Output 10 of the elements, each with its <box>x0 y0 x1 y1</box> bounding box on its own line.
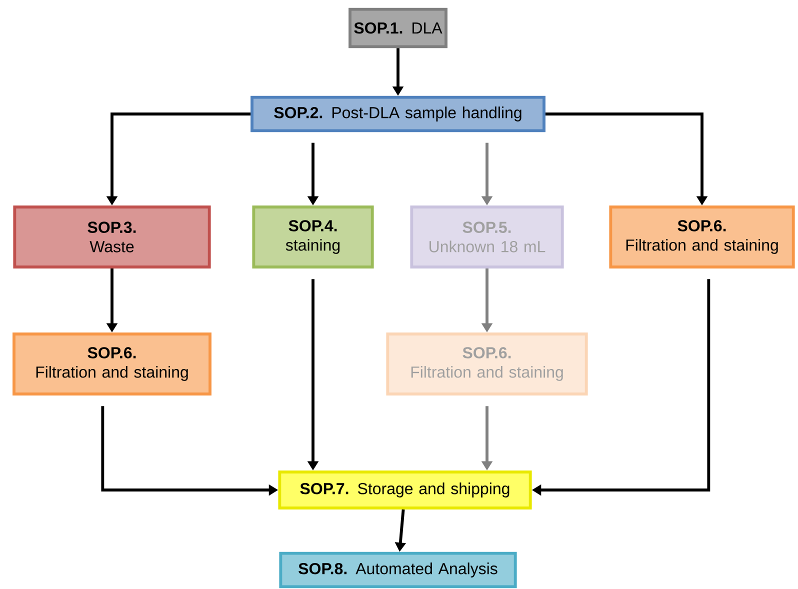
process-box: SOP.7. Storage and shipping <box>278 470 532 510</box>
process-box: SOP.5. Unknown 18 mL <box>410 206 564 268</box>
process-box: SOP.4. staining <box>252 206 374 268</box>
process-box: SOP.6. Filtration and staining <box>12 332 212 396</box>
process-box: SOP.6. Filtration and staining <box>609 206 795 268</box>
process-box: SOP.2. Post-DLA sample handling <box>250 96 546 132</box>
process-box: SOP.1. DLA <box>348 8 448 48</box>
process-box: SOP.6. Filtration and staining <box>386 332 588 396</box>
process-box: SOP.8. Automated Analysis <box>279 552 517 588</box>
process-box: SOP.3. Waste <box>13 206 211 268</box>
